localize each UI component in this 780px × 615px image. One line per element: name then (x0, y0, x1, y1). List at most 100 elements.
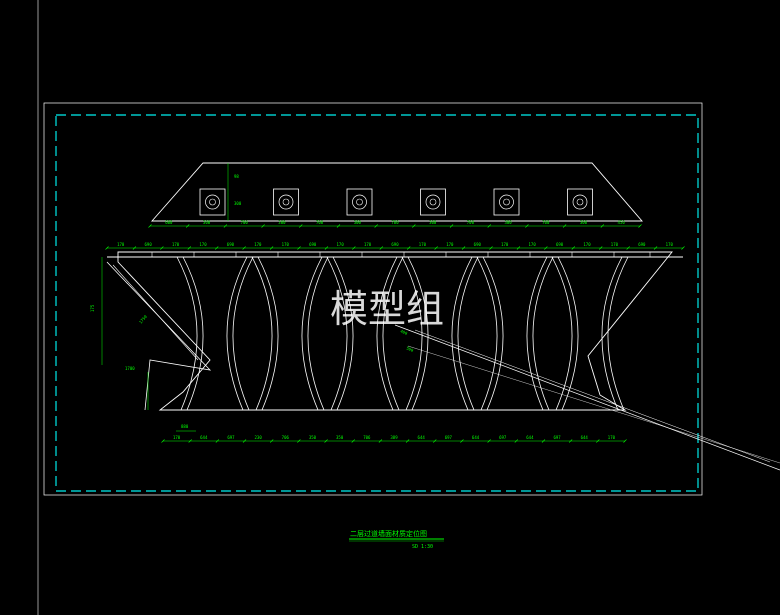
dim-bottom-tick (378, 439, 383, 443)
dim-top-label: 300 (354, 220, 362, 225)
dim-bottom-label: 706 (363, 435, 371, 440)
light-fixture-ring (278, 194, 294, 210)
lattice-curve (476, 256, 498, 411)
dim-top-label: 700 (467, 220, 475, 225)
dim-top-label: 700 (391, 220, 399, 225)
dim-top-label: 300 (504, 220, 512, 225)
lattice-curve (382, 256, 404, 411)
dim-upper-label: 170 (529, 242, 537, 247)
light-fixture-ring (352, 194, 367, 210)
dim-bottom-label: 644 (472, 435, 480, 440)
dim-upper-tick (352, 246, 356, 250)
dim-upper-tick (379, 246, 383, 250)
light-fixture-frame (567, 188, 593, 216)
dim-bottom-tick (460, 439, 464, 443)
dim-upper-tick (434, 246, 438, 250)
dim-top-tick (638, 224, 642, 228)
dim-upper-tick (599, 246, 603, 250)
dim-upper-tick (297, 246, 301, 250)
lattice-curve (526, 256, 548, 411)
dim-bottom-tick (568, 439, 573, 443)
dim-bottom-tick (433, 439, 437, 443)
dim-bottom-label: 697 (227, 435, 235, 440)
dim-top-tick (412, 224, 416, 228)
dim-mid-label: 400 (400, 328, 409, 336)
dim-bottom-label: 350 (336, 435, 344, 440)
dim-upper-tick (269, 246, 274, 250)
light-fixture-core (282, 198, 290, 206)
dim-top-label: 300 (203, 220, 211, 225)
dim-top-tick (562, 224, 567, 228)
section-leader-line-3 (407, 345, 780, 464)
light-fixture-ring (572, 194, 588, 210)
dim-upper-label: 170 (337, 242, 345, 247)
light-fixture-ring (205, 194, 220, 210)
dim-upper-label: 170 (666, 242, 674, 247)
wall-outline (151, 162, 643, 222)
dim-upper-tick (489, 246, 493, 250)
lattice-curve (457, 256, 479, 411)
lattice-curve (307, 256, 329, 411)
dim-upper-tick (461, 246, 466, 250)
lattice-curve (551, 256, 573, 411)
dim-upper-label: 170 (611, 242, 619, 247)
dim-top-label: 700 (542, 220, 550, 225)
dim-bottom-tick (623, 439, 627, 443)
dim-upper-label: 170 (282, 242, 290, 247)
light-fixture-core (209, 198, 216, 206)
light-fixture-frame (346, 188, 373, 216)
lattice-curve (401, 256, 423, 411)
dim-left-label: 1700 (125, 366, 135, 371)
lattice-curve (532, 256, 554, 411)
lattice-curve (226, 256, 248, 411)
dim-upper-label: 170 (172, 242, 180, 247)
dim-bottom-label: 706 (282, 435, 290, 440)
dim-top-tick (336, 224, 341, 228)
lattice-curve (326, 256, 348, 411)
dim-upper-label: 170 (583, 242, 591, 247)
dim-upper-tick (516, 246, 521, 250)
dim-bottom-tick (596, 439, 600, 443)
dim-top-tick (185, 224, 190, 228)
dim-upper-label: 690 (227, 242, 235, 247)
light-fixture-core (576, 198, 584, 206)
lattice-curve (557, 256, 579, 411)
lattice-curve (601, 256, 623, 411)
dim-upper-label: 170 (364, 242, 372, 247)
dim-bottom-tick (487, 439, 491, 443)
dim-bottom-tick (161, 439, 165, 443)
lattice-curve (332, 256, 354, 411)
lattice-members (151, 252, 651, 411)
dim-upper-label: 690 (391, 242, 399, 247)
dim-upper-tick (571, 246, 575, 250)
left-return-inner (112, 264, 199, 361)
wall-elevation (117, 251, 673, 411)
dim-bottom-label: 230 (255, 435, 263, 440)
dim-upper-tick (215, 246, 219, 250)
dim-bottom-tick (324, 439, 328, 443)
dim-bottom-tick (242, 439, 247, 443)
dim-upper-label: 170 (446, 242, 454, 247)
dim-bottom-tick (541, 439, 546, 443)
section-leader-line-2 (414, 329, 771, 463)
light-fixture-frame (199, 188, 226, 216)
dim-upper-label: 690 (145, 242, 153, 247)
dim-side-label: 98 (234, 174, 239, 179)
dim-top-label: 700 (316, 220, 324, 225)
light-fixture-ring (425, 194, 441, 210)
dim-upper-label: 690 (556, 242, 564, 247)
lattice-curve (482, 256, 504, 411)
dim-bottom-tick (351, 439, 355, 443)
dim-upper-tick (653, 246, 658, 250)
light-fixture-frame (420, 188, 446, 216)
light-fixture-frame (273, 188, 299, 216)
dim-bottom-tick (269, 439, 274, 443)
dim-top-label: 600 (165, 220, 173, 225)
dim-bottom-label: 170 (173, 435, 181, 440)
dim-upper-tick (105, 246, 109, 250)
dim-bottom-label: 389 (390, 435, 398, 440)
lattice-curve (257, 256, 279, 411)
dim-left-label: 880 (181, 424, 189, 429)
